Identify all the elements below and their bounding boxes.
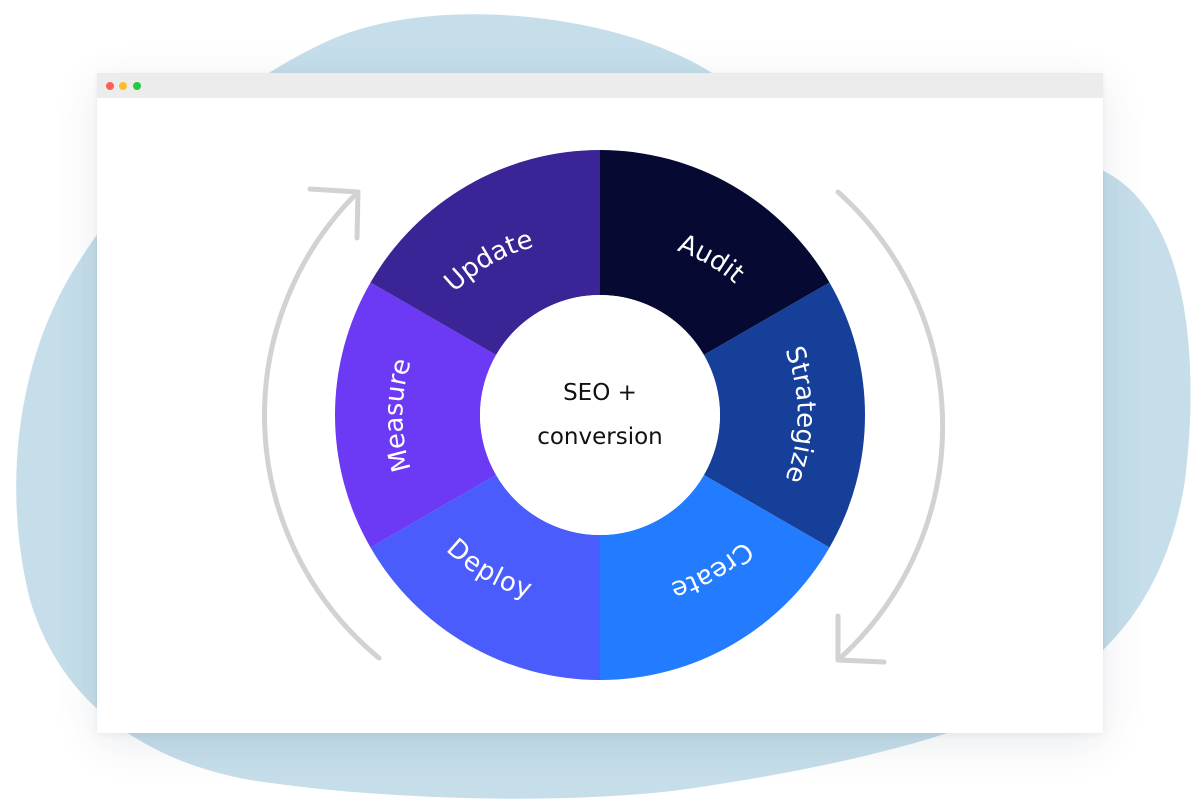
cycle-ring: [334, 150, 866, 680]
segment-create[interactable]: [600, 475, 830, 680]
segment-strategize[interactable]: [703, 282, 866, 548]
minimize-window-dot[interactable]: [119, 82, 127, 90]
close-window-dot[interactable]: [106, 82, 114, 90]
window-titlebar: [97, 73, 1103, 98]
left-arrow-head-icon: [307, 186, 361, 241]
left-arrow-arc: [262, 189, 382, 661]
segment-audit[interactable]: [600, 150, 830, 355]
center-label-line2: conversion: [537, 424, 663, 450]
segment-update[interactable]: [370, 150, 601, 355]
segment-measure[interactable]: [334, 282, 497, 548]
center-hub: [480, 295, 720, 535]
right-arrow-arc: [835, 189, 946, 663]
left-cycle-arrow: [262, 186, 382, 661]
right-arrow-head-icon: [835, 613, 887, 665]
center-label-line1: SEO +: [563, 380, 637, 406]
maximize-window-dot[interactable]: [133, 82, 141, 90]
segment-deploy[interactable]: [370, 475, 601, 680]
right-cycle-arrow: [835, 189, 946, 665]
